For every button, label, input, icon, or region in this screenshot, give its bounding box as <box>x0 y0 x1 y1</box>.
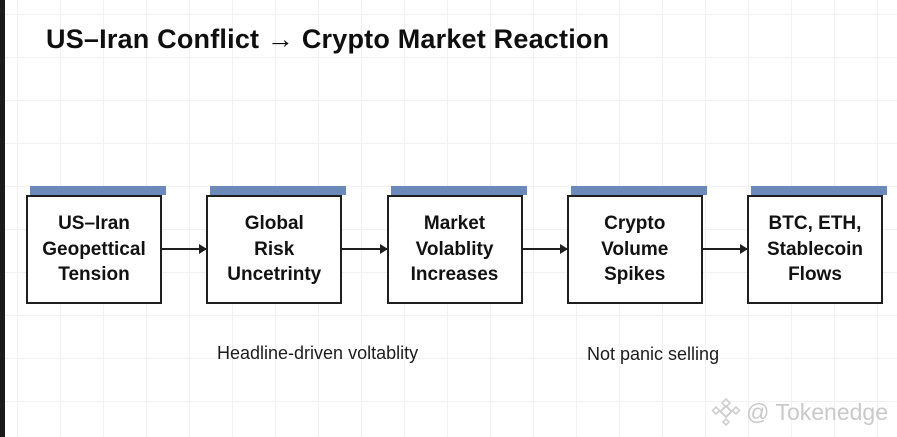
flow-arrow-icon <box>162 243 208 254</box>
flow-node-label: BTC, ETH, Stablecoin Flows <box>747 195 883 304</box>
flow-node-market-volatility: Market Volablity Increases <box>386 186 527 304</box>
flow-node-geopolitical-tension: US–Iran Geopettical Tension <box>26 186 166 304</box>
flow-node-label: Crypto Volume Spikes <box>566 195 703 304</box>
node-accent-bar <box>390 186 527 195</box>
annotation-not-panic-selling: Not panic selling <box>587 344 720 364</box>
node-accent-bar <box>30 186 166 195</box>
flow-arrow-icon <box>342 243 388 254</box>
node-accent-bar <box>751 186 887 195</box>
flow-node-label: Global Risk Uncetrinty <box>206 195 343 304</box>
watermark-text: @ Tokenedge <box>746 398 888 425</box>
node-accent-bar <box>210 186 347 195</box>
flow-node-label: Market Volablity Increases <box>386 195 523 304</box>
node-accent-bar <box>570 186 707 195</box>
diamond-logo-icon <box>711 397 741 427</box>
flow-node-crypto-volume: Crypto Volume Spikes <box>566 186 707 304</box>
flow-arrow-icon <box>522 243 569 254</box>
flowchart: US–Iran Geopettical Tension Global Risk … <box>26 186 887 304</box>
flow-arrow-icon <box>702 243 749 254</box>
flow-node-btc-eth-flows: BTC, ETH, Stablecoin Flows <box>747 186 887 304</box>
page-title: US–Iran Conflict → Crypto Market Reactio… <box>46 24 610 54</box>
watermark: @ Tokenedge <box>711 396 888 428</box>
flow-node-label: US–Iran Geopettical Tension <box>26 195 162 304</box>
left-edge-bar <box>0 0 5 437</box>
flow-node-global-risk: Global Risk Uncetrinty <box>206 186 347 304</box>
annotation-headline-volatility: Headline-driven voltablity <box>217 343 419 363</box>
